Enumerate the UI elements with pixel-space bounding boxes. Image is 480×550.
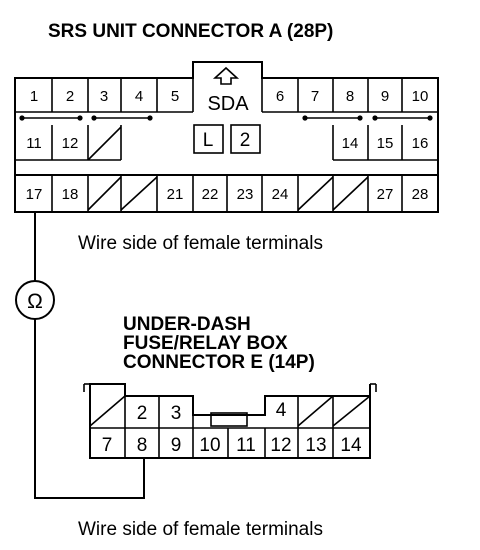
pin-label: 11 bbox=[26, 135, 42, 152]
pin-label: 9 bbox=[171, 435, 182, 456]
connector-e-title-line: CONNECTOR E (14P) bbox=[123, 352, 315, 373]
pin-label: 1 bbox=[30, 88, 38, 105]
pin-label: 10 bbox=[199, 435, 220, 456]
ohm-symbol: Ω bbox=[27, 290, 43, 313]
label-box-2 bbox=[230, 124, 261, 154]
connector-a: 1 2 3 4 5 6 7 8 9 10 SDA L 2 11 12 14 15… bbox=[14, 61, 439, 213]
pin-label: 10 bbox=[412, 88, 429, 105]
pin-label: 22 bbox=[202, 186, 219, 203]
pin-label: 3 bbox=[171, 403, 182, 424]
pin-label: 5 bbox=[171, 88, 179, 105]
empty-cavity bbox=[332, 176, 369, 211]
pin-label: 7 bbox=[102, 435, 113, 456]
pin-label: 9 bbox=[381, 88, 389, 105]
connector-e-caption: Wire side of female terminals bbox=[78, 519, 323, 540]
pin-label: 12 bbox=[62, 135, 79, 152]
pin-label: 6 bbox=[276, 88, 284, 105]
box-label-l: L bbox=[203, 130, 214, 151]
connector-e-outline bbox=[89, 383, 371, 459]
shorting-bar bbox=[302, 115, 363, 121]
empty-cavity bbox=[87, 126, 122, 161]
pin-label: 21 bbox=[167, 186, 184, 203]
connector-e: 2 3 4 7 8 9 10 11 12 13 14 bbox=[83, 383, 377, 459]
connector-e-title-line: UNDER-DASH bbox=[123, 314, 251, 335]
pin-label: 4 bbox=[135, 88, 143, 105]
pin-label: 2 bbox=[66, 88, 74, 105]
shorting-bar bbox=[91, 115, 153, 121]
pin-label: 14 bbox=[340, 435, 362, 456]
lock-arrow-icon bbox=[212, 66, 240, 85]
pin-label: 7 bbox=[311, 88, 319, 105]
pin-label: 17 bbox=[26, 186, 43, 203]
pin-label: 2 bbox=[137, 403, 148, 424]
empty-cavity bbox=[297, 176, 334, 211]
pin-label: 3 bbox=[100, 88, 108, 105]
connector-e-title-line: FUSE/RELAY BOX bbox=[123, 333, 288, 354]
box-label-2: 2 bbox=[240, 130, 251, 151]
empty-cavity bbox=[89, 395, 126, 427]
pin-label: 16 bbox=[412, 135, 429, 152]
empty-cavity bbox=[332, 395, 371, 427]
pin-label: 27 bbox=[377, 186, 394, 203]
connector-a-title: SRS UNIT CONNECTOR A (28P) bbox=[48, 21, 333, 42]
pin-label: 23 bbox=[237, 186, 254, 203]
pin-label: 8 bbox=[137, 435, 148, 456]
pin-label: 24 bbox=[272, 186, 289, 203]
empty-cavity bbox=[120, 176, 158, 211]
shorting-bar bbox=[372, 115, 433, 121]
shorting-bar bbox=[19, 115, 83, 121]
empty-cavity bbox=[87, 176, 122, 211]
center-key bbox=[210, 412, 248, 427]
pin-label: 4 bbox=[276, 400, 287, 421]
ohmmeter-icon: Ω bbox=[15, 280, 55, 320]
label-box-l bbox=[193, 124, 224, 154]
empty-cavity bbox=[297, 395, 334, 427]
pin-label: 12 bbox=[270, 435, 291, 456]
pin-label: 28 bbox=[412, 186, 429, 203]
pin-label: 8 bbox=[346, 88, 354, 105]
sda-label: SDA bbox=[207, 93, 249, 115]
ohmmeter-wire bbox=[34, 212, 145, 499]
pin-label: 14 bbox=[342, 135, 359, 152]
pin-label: 13 bbox=[305, 435, 326, 456]
connector-a-caption: Wire side of female terminals bbox=[78, 233, 323, 254]
pin-label: 15 bbox=[377, 135, 394, 152]
pin-label: 18 bbox=[62, 186, 79, 203]
pin-label: 11 bbox=[236, 435, 256, 456]
